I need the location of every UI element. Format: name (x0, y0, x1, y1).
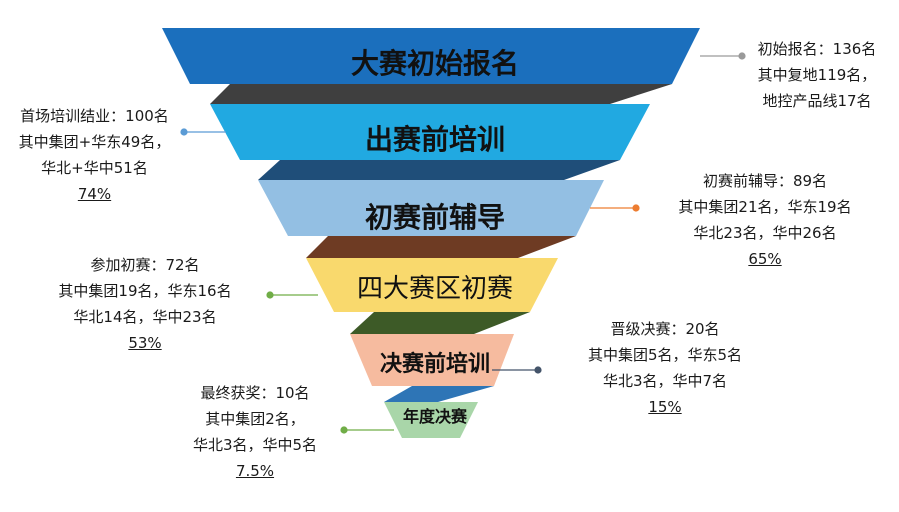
stage-label-coaching: 初赛前辅导 (364, 201, 505, 234)
funnel-connector-3 (306, 236, 576, 258)
annotation-line: 最终获奖：10名 (200, 384, 310, 402)
leader-dot-final (340, 426, 348, 434)
annotation-line: 华北+华中51名 (41, 159, 148, 177)
leader-dot-final-training (534, 366, 542, 374)
funnel-connector-5 (384, 386, 494, 402)
stage-label-annual-final: 年度决赛 (402, 407, 467, 426)
annotation-coaching: 初赛前辅导：89名 其中集团21名，华东19名 华北23名，华中26名 65% (660, 168, 870, 272)
annotation-initial-registration: 初始报名：136名 其中复地119名， 地控产品线17名 (742, 36, 892, 114)
annotation-line: 华北3名，华中5名 (192, 436, 318, 454)
annotation-line: 参加初赛：72名 (90, 256, 200, 274)
funnel-stage-regional-prelim (306, 258, 558, 312)
leader-dot-coaching (632, 204, 640, 212)
funnel-stage-annual-final (384, 402, 478, 438)
leader-dot-initial (738, 52, 746, 60)
annotation-line: 华北23名，华中26名 (693, 224, 837, 242)
annotation-line: 其中集团21名，华东19名 (678, 198, 852, 216)
funnel-stage-final-training (350, 334, 514, 386)
stage-label-registration: 大赛初始报名 (350, 47, 519, 80)
annotation-line: 其中集团19名，华东16名 (58, 282, 232, 300)
annotation-percent: 7.5% (235, 462, 275, 480)
annotation-line: 华北3名，华中7名 (602, 372, 728, 390)
funnel-connector-1 (210, 84, 672, 104)
annotation-line: 首场培训结业：100名 (20, 107, 169, 125)
funnel-stage-registration (162, 28, 700, 84)
leader-dot-prelim (266, 291, 274, 299)
annotation-percent: 53% (128, 334, 162, 352)
funnel-stage-pre-training (210, 104, 650, 160)
annotation-line: 其中集团2名， (205, 410, 305, 428)
funnel-connector-2 (258, 160, 620, 180)
annotation-line: 晋级决赛：20名 (610, 320, 720, 338)
annotation-line: 初赛前辅导：89名 (702, 172, 828, 190)
annotation-final-awards: 最终获奖：10名 其中集团2名， 华北3名，华中5名 7.5% (180, 380, 330, 484)
funnel-stage-coaching (258, 180, 604, 236)
annotation-percent: 74% (77, 185, 112, 203)
funnel-connector-4 (350, 312, 530, 334)
annotation-line: 华北14名，华中23名 (73, 308, 217, 326)
stage-label-final-training: 决赛前培训 (379, 352, 490, 377)
stage-label-regional-prelim: 四大赛区初赛 (356, 274, 513, 304)
annotation-percent: 15% (648, 398, 682, 416)
annotation-line: 其中集团+华东49名， (18, 133, 171, 151)
annotation-line: 初始报名：136名 (757, 40, 877, 58)
annotation-prelim-participation: 参加初赛：72名 其中集团19名，华东16名 华北14名，华中23名 53% (40, 252, 250, 356)
annotation-line: 地控产品线17名 (762, 92, 872, 110)
annotation-line: 其中集团5名，华东5名 (587, 346, 743, 364)
annotation-training-completion: 首场培训结业：100名 其中集团+华东49名， 华北+华中51名 74% (2, 103, 187, 207)
annotation-advance-to-final: 晋级决赛：20名 其中集团5名，华东5名 华北3名，华中7名 15% (560, 316, 770, 420)
stage-label-pre-training: 出赛前培训 (364, 123, 505, 156)
annotation-line: 其中复地119名， (757, 66, 877, 84)
annotation-percent: 65% (748, 250, 782, 268)
leader-dot-training (180, 128, 188, 136)
